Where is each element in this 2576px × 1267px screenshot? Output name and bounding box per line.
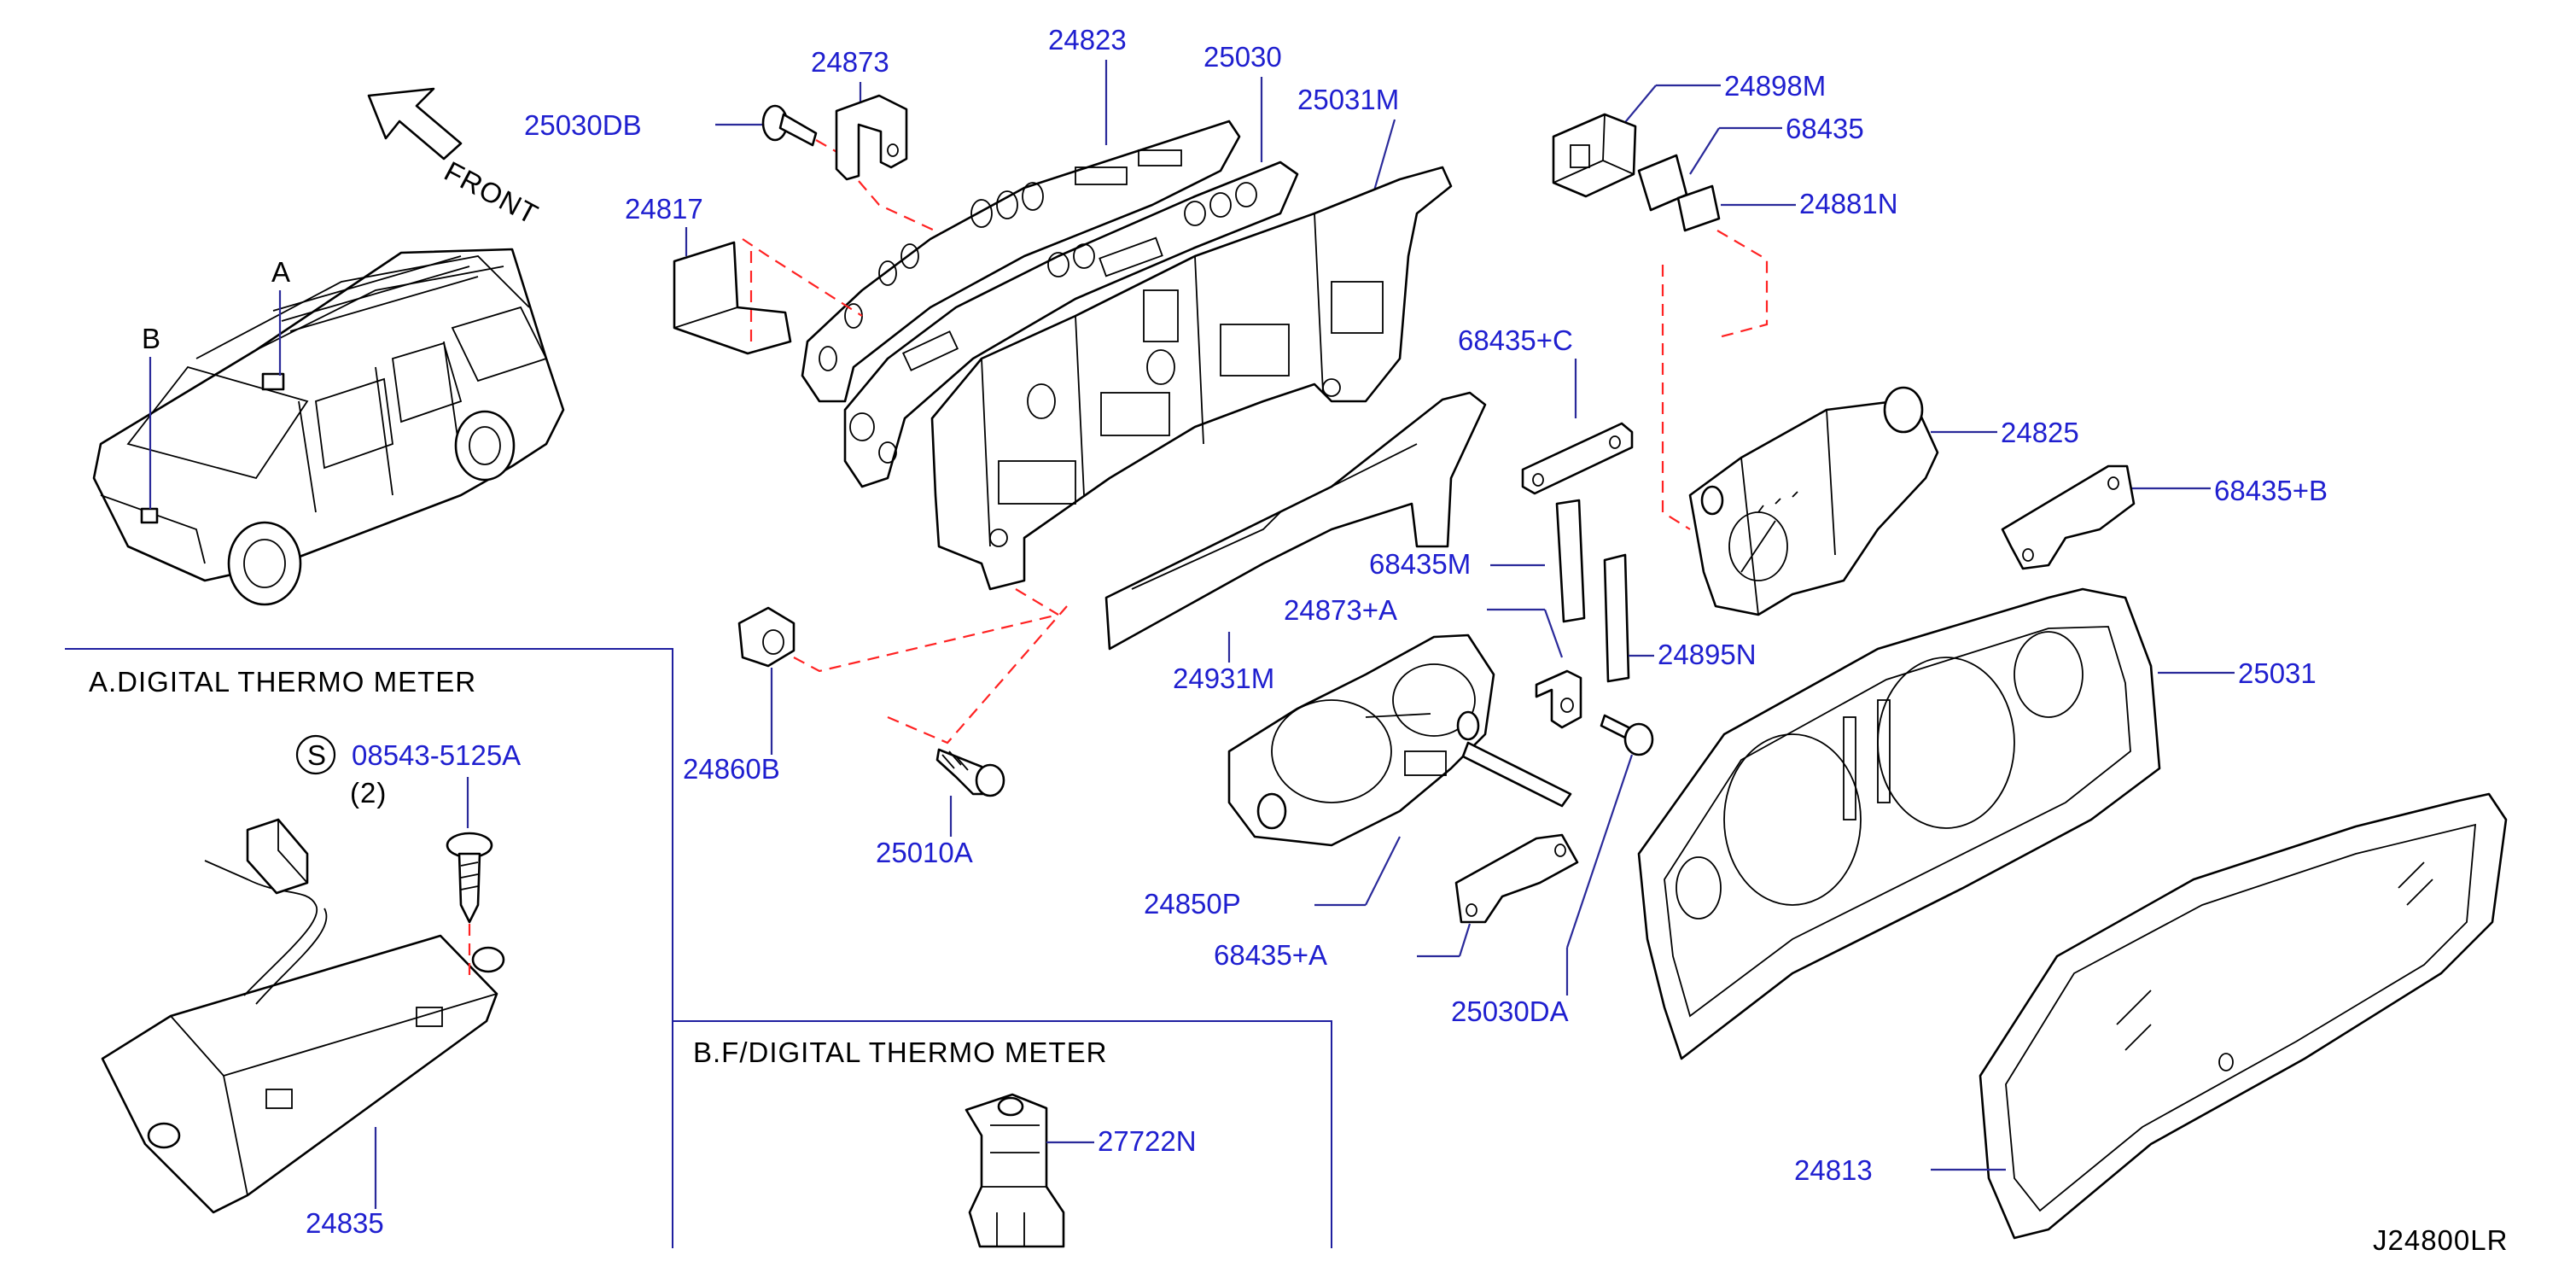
part-25030DA-screw[interactable] — [1600, 714, 1654, 756]
screw-quantity: (2) — [350, 777, 387, 809]
part-25031M-housing[interactable] — [930, 166, 1453, 616]
part-08543-screw[interactable] — [446, 832, 493, 982]
part-number-08543-5125A[interactable]: 08543-5125A — [352, 739, 521, 771]
part-number-25031[interactable]: 25031 — [2238, 657, 2317, 689]
screw-symbol-icon — [295, 734, 336, 775]
part-24873+A-bracket[interactable] — [1535, 669, 1582, 729]
part-24860B-clip[interactable] — [737, 606, 1059, 673]
view-marker-b: B — [142, 323, 161, 354]
part-24873-bracket[interactable] — [835, 94, 991, 257]
part-number-24813[interactable]: 24813 — [1794, 1154, 1873, 1186]
part-68435+B-plate[interactable] — [2001, 464, 2136, 570]
part-number-68435+C[interactable]: 68435+C — [1458, 324, 1573, 356]
part-24850P-gauge[interactable] — [1227, 634, 1572, 847]
part-68435M-strip[interactable] — [1555, 499, 1586, 623]
part-number-68435+A[interactable]: 68435+A — [1214, 939, 1327, 971]
part-24895N-strip[interactable] — [1603, 553, 1630, 683]
part-25010A-screw[interactable] — [887, 605, 1068, 797]
part-number-24898M[interactable]: 24898M — [1724, 70, 1826, 102]
part-25030-panel[interactable] — [843, 161, 1299, 488]
part-24817-bracket[interactable] — [673, 238, 863, 355]
section-b-frame — [673, 1020, 1332, 1248]
part-number-68435+B[interactable]: 68435+B — [2214, 475, 2328, 506]
part-number-24817[interactable]: 24817 — [625, 193, 703, 225]
vehicle-illustration — [92, 248, 565, 606]
part-number-24850P[interactable]: 24850P — [1144, 888, 1241, 920]
part-24813-lens[interactable] — [1979, 792, 2508, 1240]
part-number-24860B[interactable]: 24860B — [683, 753, 780, 785]
front-arrow-icon — [367, 87, 463, 161]
part-number-68435[interactable]: 68435 — [1786, 113, 1864, 144]
diagram-code: J24800LR — [2373, 1224, 2508, 1256]
part-24825-gauge[interactable] — [1688, 386, 1939, 616]
part-24931M-panel[interactable] — [1104, 391, 1487, 651]
part-number-25031M[interactable]: 25031M — [1297, 84, 1399, 115]
part-number-25030[interactable]: 25030 — [1203, 41, 1282, 73]
view-marker-a: A — [271, 256, 291, 288]
part-68435+A-plate[interactable] — [1454, 833, 1579, 924]
part-25031-finisher[interactable] — [1637, 587, 2161, 1060]
part-number-24825[interactable]: 24825 — [2001, 417, 2079, 448]
section-a-frame — [65, 648, 673, 1248]
section-b-title: B.F/DIGITAL THERMO METER — [693, 1036, 1107, 1068]
part-number-24823[interactable]: 24823 — [1048, 24, 1127, 55]
part-25030DB-screw[interactable] — [761, 104, 841, 155]
part-68435+C-plate[interactable] — [1521, 422, 1634, 495]
part-24898M-holder[interactable] — [1552, 113, 1637, 198]
part-27722N-sensor[interactable] — [965, 1093, 1065, 1248]
part-number-24873[interactable]: 24873 — [811, 46, 889, 78]
part-24835-digital-thermo-meter[interactable] — [101, 818, 505, 1214]
part-number-24835[interactable]: 24835 — [306, 1207, 384, 1239]
front-label: FRONT — [440, 155, 544, 231]
screw-symbol-label: S — [307, 739, 327, 771]
part-number-25030DA[interactable]: 25030DA — [1451, 996, 1569, 1027]
part-number-27722N[interactable]: 27722N — [1098, 1125, 1197, 1157]
section-a-title: A.DIGITAL THERMO METER — [89, 666, 476, 698]
part-number-25010A[interactable]: 25010A — [876, 837, 973, 868]
part-24881N-pad[interactable] — [1661, 184, 1769, 530]
part-number-24931M[interactable]: 24931M — [1173, 663, 1274, 694]
part-number-24873+A[interactable]: 24873+A — [1284, 594, 1397, 626]
part-number-25030DB[interactable]: 25030DB — [524, 109, 642, 141]
part-number-68435M[interactable]: 68435M — [1369, 548, 1471, 580]
part-number-24895N[interactable]: 24895N — [1658, 639, 1757, 670]
part-number-24881N[interactable]: 24881N — [1799, 188, 1898, 219]
